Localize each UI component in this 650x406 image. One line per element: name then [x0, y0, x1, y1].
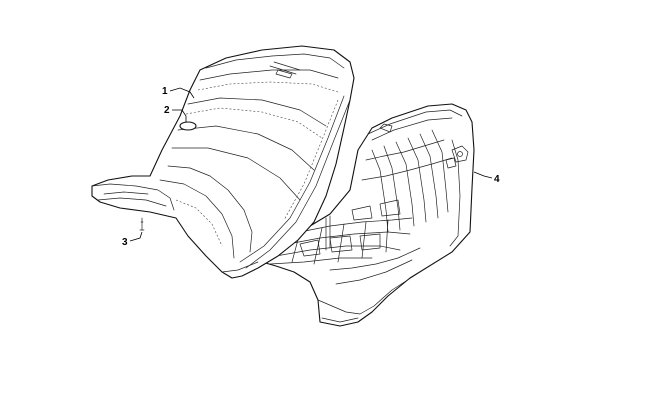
callout-1: 1 — [162, 86, 195, 99]
seat-base-drawing — [261, 103, 475, 327]
callout-4-number: 4 — [494, 174, 500, 185]
fastener-drawing — [139, 217, 145, 231]
callout-1-number: 1 — [162, 86, 168, 97]
seat-logo — [269, 61, 301, 79]
callout-3-number: 3 — [122, 237, 128, 248]
callout-4: 4 — [473, 171, 500, 185]
callout-2: 2 — [164, 105, 187, 122]
seat-drawing — [91, 45, 355, 279]
callout-2-number: 2 — [164, 105, 170, 116]
callout-3: 3 — [122, 231, 143, 248]
badge-drawing — [179, 121, 197, 131]
